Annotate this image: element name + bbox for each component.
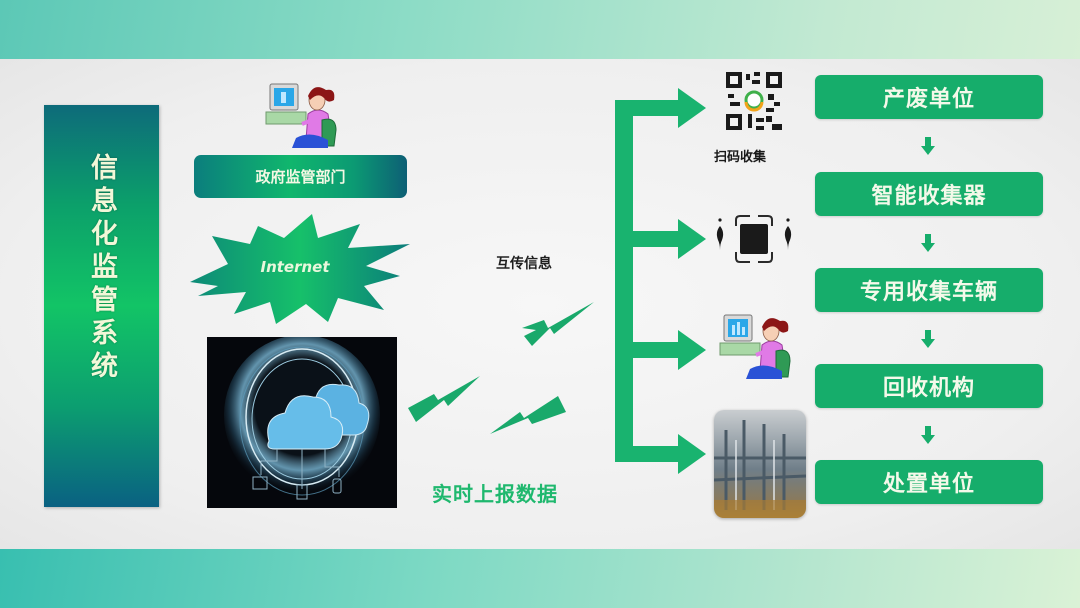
cloud-network-image [207,337,397,508]
arrow-down-icon [921,137,935,155]
flow-step-label: 专用收集车辆 [859,280,998,305]
flow-step-collection-vehicle[interactable]: 专用收集车辆 [815,268,1043,312]
cloud-network-icon [224,337,380,500]
qr-code-icon [726,72,782,130]
scan-collect-label: 扫码收集 [714,150,767,165]
office-worker-icon [265,83,337,148]
system-title: 信息化监管系统 [86,153,117,384]
flow-step-label: 回收机构 [882,376,975,401]
bottom-gradient-band [0,549,1080,608]
smart-collector-icon [716,215,792,263]
arrow-down-icon [921,426,935,444]
top-gradient-band [0,0,1080,59]
flow-step-smart-collector[interactable]: 智能收集器 [815,172,1043,216]
office-worker-icon-2 [719,314,791,379]
flow-step-recycling-agency[interactable]: 回收机构 [815,364,1043,408]
flow-step-disposal-unit[interactable]: 处置单位 [815,460,1043,504]
flow-step-waste-producer[interactable]: 产废单位 [815,75,1043,119]
plant-pipes-icon [714,420,806,518]
government-dept-label: 政府监管部门 [255,168,346,186]
exchange-info-label: 互传信息 [496,256,552,272]
internet-starburst-icon [190,214,410,324]
arrow-down-icon [921,234,935,252]
lightning-bolt-icon [408,302,594,434]
realtime-report-label: 实时上报数据 [432,482,558,506]
branch-bracket-arrows [615,88,706,474]
arrow-down-icon [921,330,935,348]
industrial-plant-photo [714,410,806,518]
flow-step-label: 智能收集器 [871,184,987,209]
flow-step-label: 处置单位 [882,472,975,497]
internet-label: Internet [260,258,330,276]
system-title-bar: 信息化监管系统 [44,105,159,507]
government-dept-button[interactable]: 政府监管部门 [194,155,407,198]
flow-step-label: 产废单位 [882,87,975,112]
